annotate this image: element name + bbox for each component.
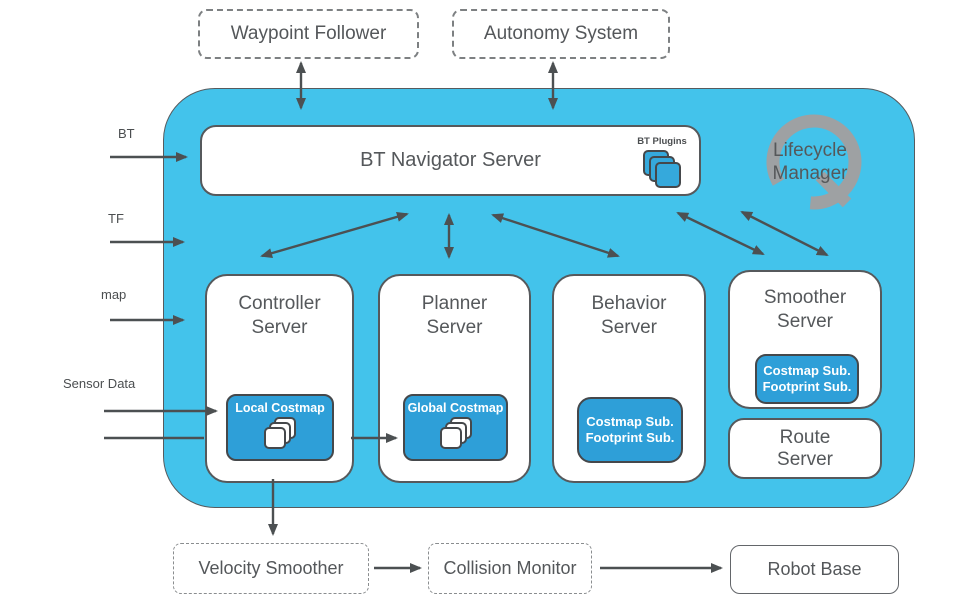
collision-monitor-label: Collision Monitor bbox=[443, 558, 577, 578]
input-bt-label: BT bbox=[118, 126, 135, 141]
robot-base-label: Robot Base bbox=[767, 559, 862, 579]
waypoint-follower-label: Waypoint Follower bbox=[230, 23, 387, 44]
velocity-smoother-label: Velocity Smoother bbox=[198, 558, 344, 578]
local-costmap-label: Local Costmap bbox=[235, 401, 325, 415]
route-server-box: Route Server bbox=[728, 418, 882, 479]
planner-server-box: Planner Server Global Costmap bbox=[378, 274, 531, 483]
local-costmap-box: Local Costmap bbox=[226, 394, 334, 461]
smoother-subscribers-box: Costmap Sub. Footprint Sub. bbox=[755, 354, 859, 404]
behavior-subscribers-box: Costmap Sub. Footprint Sub. bbox=[577, 397, 683, 463]
behavior-server-title: Behavior Server bbox=[591, 293, 667, 338]
controller-server-title: Controller Server bbox=[238, 293, 321, 338]
local-costmap-layers-icon bbox=[264, 417, 296, 449]
global-costmap-label: Global Costmap bbox=[407, 401, 504, 415]
lifecycle-manager-label: Lifecycle Manager bbox=[772, 140, 848, 184]
global-costmap-box: Global Costmap bbox=[403, 394, 508, 461]
input-sensor-data-label: Sensor Data bbox=[63, 376, 136, 391]
behavior-server-box: Behavior Server Costmap Sub. Footprint S… bbox=[552, 274, 706, 483]
bt-plugins-icon bbox=[643, 150, 681, 190]
smoother-server-title: Smoother Server bbox=[763, 287, 847, 332]
node-robot-base: Robot Base bbox=[730, 545, 899, 594]
bt-navigator-server-title: BT Navigator Server bbox=[360, 149, 541, 171]
planner-server-title: Planner Server bbox=[421, 293, 488, 338]
node-waypoint-follower: Waypoint Follower bbox=[198, 9, 419, 59]
autonomy-system-label: Autonomy System bbox=[483, 23, 639, 44]
node-velocity-smoother: Velocity Smoother bbox=[173, 543, 369, 594]
node-autonomy-system: Autonomy System bbox=[452, 9, 670, 59]
controller-server-box: Controller Server Local Costmap bbox=[205, 274, 354, 483]
input-map-label: map bbox=[101, 287, 127, 302]
bt-navigator-server-box: BT Navigator Server BT Plugins bbox=[200, 125, 701, 196]
global-costmap-layers-icon bbox=[439, 417, 472, 449]
node-collision-monitor: Collision Monitor bbox=[428, 543, 592, 594]
smoother-server-box: Smoother Server Costmap Sub. Footprint S… bbox=[728, 270, 882, 409]
bt-plugins-label: BT Plugins bbox=[637, 136, 687, 147]
bt-plugins-group: BT Plugins bbox=[630, 136, 694, 192]
input-tf-label: TF bbox=[108, 211, 124, 226]
